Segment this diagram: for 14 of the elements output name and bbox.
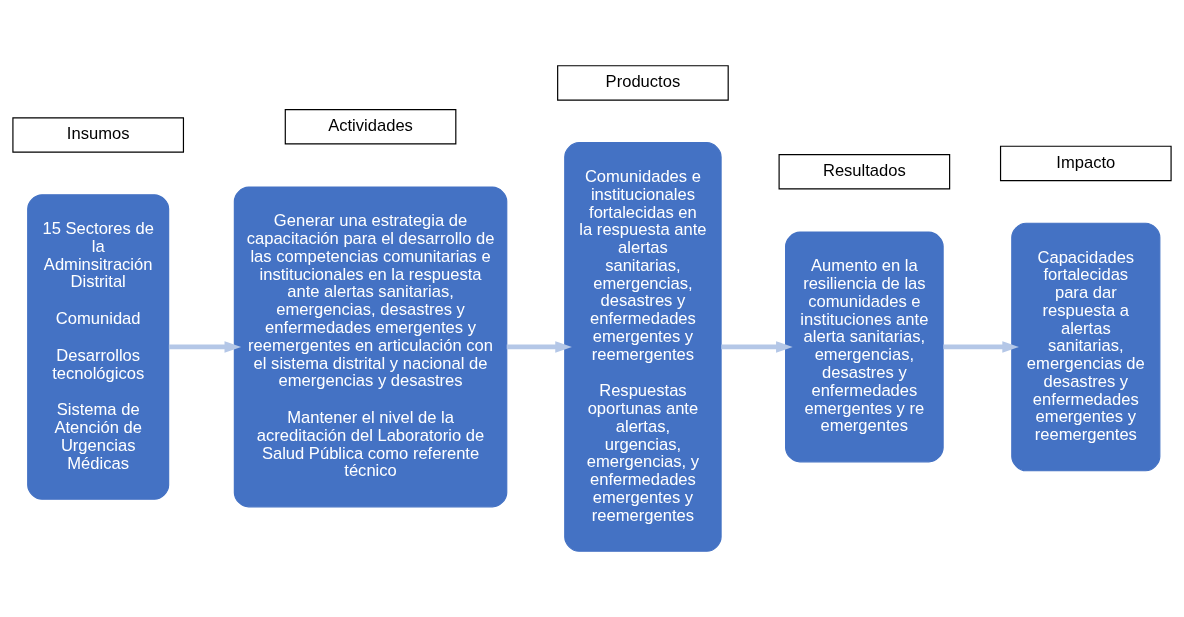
arrow [721,341,793,353]
node-box: Comunidades e institucionales fortalecidas en la respuesta ante alertas sanitarias, emergencias, desastres y enfermedades emergentes y reemergentes Respuestas oportunas ante alertas, urgencias, emergencias, y enfermedades emergentes y reemergentes [564,142,722,552]
node-box: Insumos [12,117,185,153]
arrow [943,341,1019,353]
arrow [168,341,242,353]
node-box: Generar una estrategia de capacitación para el desarrollo de las competencias comunitarias e institucionales en la respuesta ante alertas sanitarias, emergencias, desastres y enfermedades emergentes y reemergentes en articulación con el sistema distrital y nacional de emergencias y desastres Mantener el nivel de la acreditación del Laboratorio de Salud Pública como referente técnico [233,186,508,508]
node-box: Impacto [999,145,1172,182]
node-box: Aumento en la resiliencia de las comunidades e instituciones ante alerta sanitarias, emergencias, desastres y enfermedades emergentes y re emergentes [785,231,944,463]
node-box: Productos [557,65,729,101]
arrow [506,341,572,353]
node-box: Capacidades fortalecidas para dar respuesta a alertas sanitarias, emergencias de desastres y enfermedades emergentes y reemergentes [1011,222,1161,472]
node-box: Actividades [284,108,457,145]
node-box: 15 Sectores de la Adminsitración Distrital Comunidad Desarrollos tecnológicos Sistema de Atención de Urgencias Médicas [27,194,170,500]
node-box: Resultados [778,153,951,190]
